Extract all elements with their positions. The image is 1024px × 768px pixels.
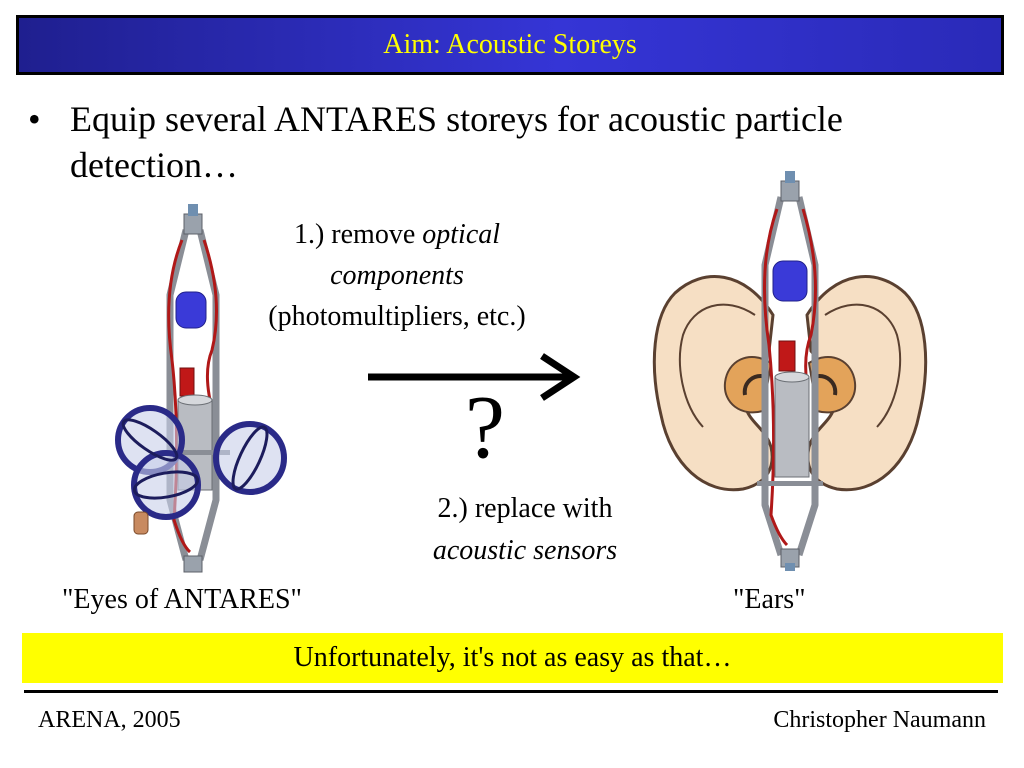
footer-event: ARENA, 2005 [38,707,181,733]
question-mark: ? [465,378,505,477]
step1-detail: (photomultipliers, etc.) [268,301,526,332]
caption-eyes: "Eyes of ANTARES" [62,584,302,615]
bullet-text: Equip several ANTARES storeys for acoust… [70,99,843,185]
step-remove-optical: 1.) remove optical components (photomult… [230,214,564,337]
conclusion-banner: Unfortunately, it's not as easy as that… [22,633,1003,683]
antares-storey-ears-figure [652,171,928,571]
step1-emphasis: optical components [330,219,501,291]
step2-emphasis: acoustic sensors [432,535,618,566]
footer-divider [24,690,998,693]
antares-storey-optical-figure [115,204,287,573]
right-arrow-icon [368,353,581,401]
bullet-item: • Equip several ANTARES storeys for acou… [28,96,988,188]
footer-author: Christopher Naumann [773,707,986,733]
banner-text: Unfortunately, it's not as easy as that… [293,642,732,673]
step2-prefix: 2.) replace with [437,493,613,524]
step1-prefix: 1.) remove [293,219,423,250]
bullet-marker: • [28,99,41,139]
slide-title: Aim: Acoustic Storeys [383,29,637,60]
step-replace-acoustic: 2.) replace with acoustic sensors [400,488,650,572]
caption-ears: "Ears" [733,584,806,615]
title-bar: Aim: Acoustic Storeys [16,15,1004,75]
